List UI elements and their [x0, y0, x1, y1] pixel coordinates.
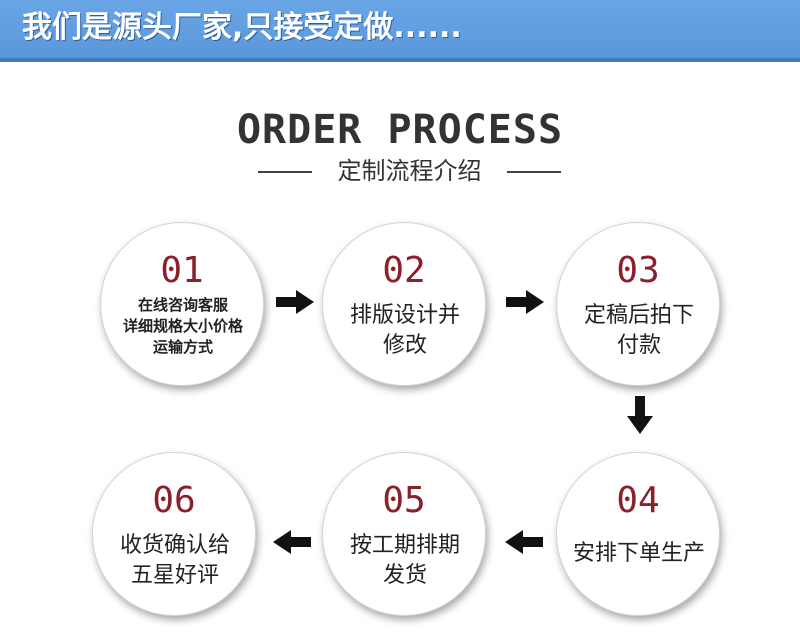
arrow-left-icon	[505, 530, 543, 554]
step-description: 排版设计并 修改	[349, 303, 460, 358]
page-title: ORDER PROCESS	[236, 107, 564, 153]
step-03: 03 定稿后拍下 付款	[556, 222, 720, 386]
step-description: 按工期排期 发货	[349, 533, 460, 588]
arrow-left-icon	[273, 530, 311, 554]
step-06: 06 收货确认给 五星好评	[92, 452, 256, 616]
step-04: 04 安排下单生产	[556, 452, 720, 616]
step-01: 01 在线咨询客服 详细规格大小价格 运输方式	[100, 222, 264, 386]
arrow-right-icon	[506, 290, 544, 314]
step-description: 在线咨询客服 详细规格大小价格 运输方式	[122, 296, 243, 356]
step-number: 03	[616, 250, 660, 291]
arrow-down-icon	[627, 396, 653, 434]
step-number: 01	[160, 250, 204, 291]
header-banner: 我们是源头厂家,只接受定做......	[0, 0, 800, 62]
page-subtitle: 定制流程介绍	[337, 157, 482, 185]
subtitle-rule-left	[258, 171, 312, 173]
step-number: 06	[152, 480, 196, 521]
step-number: 04	[616, 480, 660, 521]
step-number: 02	[382, 250, 426, 291]
arrow-right-icon	[276, 290, 314, 314]
step-description: 定稿后拍下 付款	[583, 303, 694, 358]
subtitle-row: 定制流程介绍	[0, 156, 800, 186]
subtitle-rule-right	[507, 171, 561, 173]
step-description: 收货确认给 五星好评	[119, 533, 230, 588]
step-05: 05 按工期排期 发货	[322, 452, 486, 616]
step-description: 安排下单生产	[572, 541, 705, 566]
step-02: 02 排版设计并 修改	[322, 222, 486, 386]
step-number: 05	[382, 480, 426, 521]
banner-text: 我们是源头厂家,只接受定做......	[22, 10, 462, 45]
